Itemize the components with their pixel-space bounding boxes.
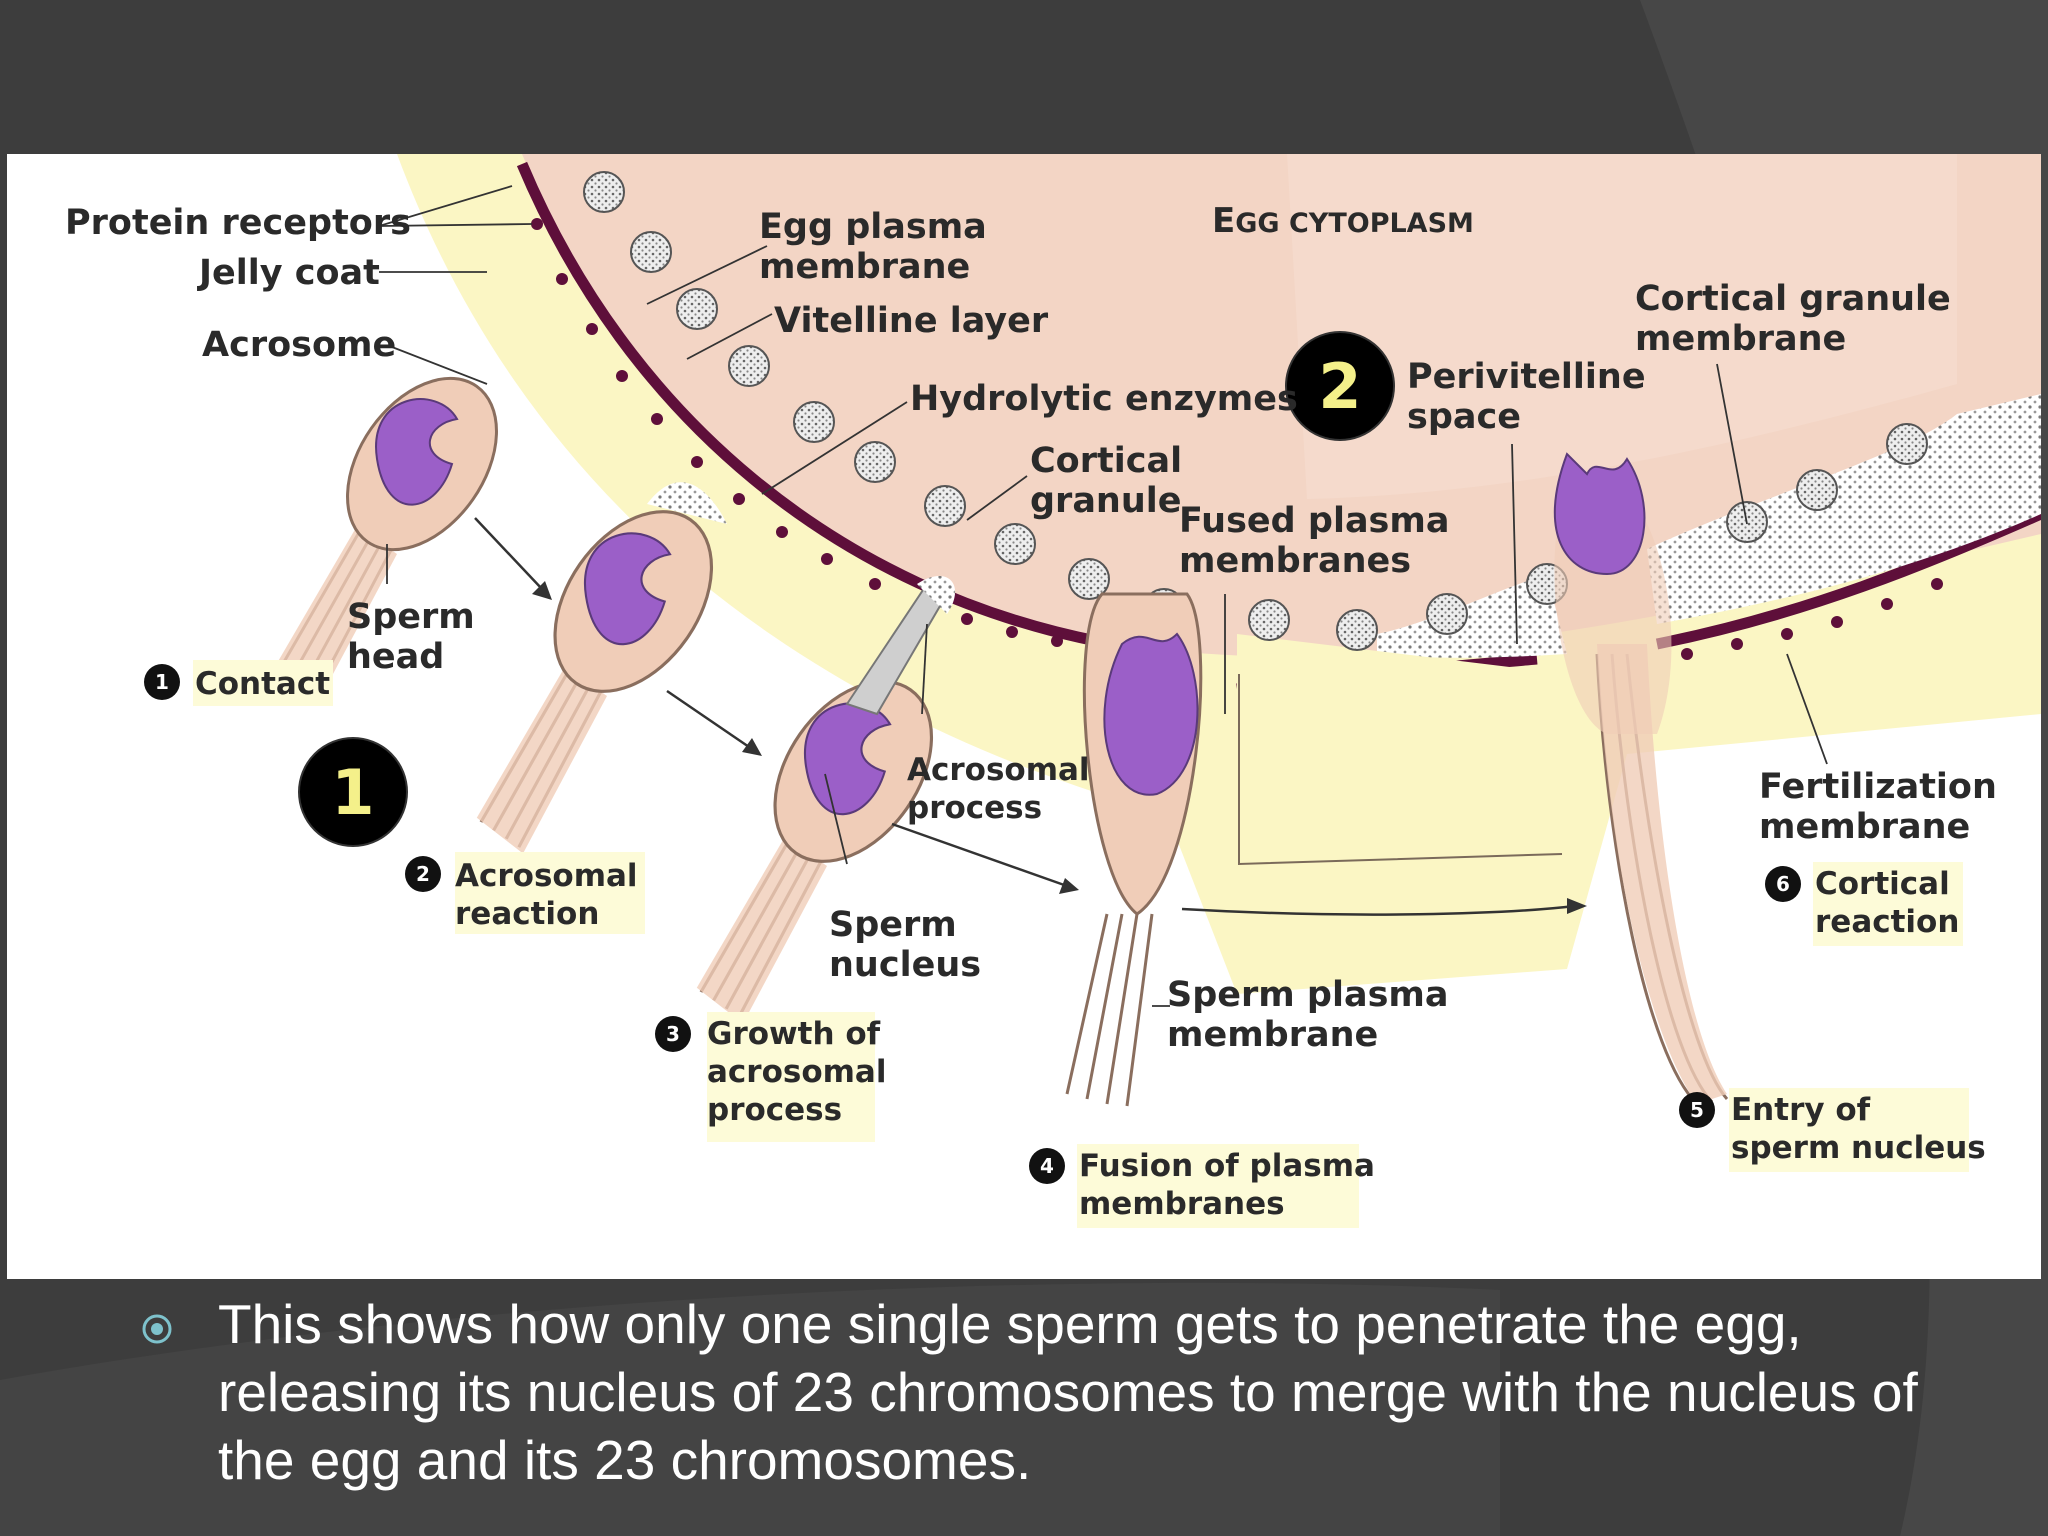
label-sperm-nucleus-line2: nucleus bbox=[829, 945, 981, 985]
svg-text:Growth of: Growth of bbox=[707, 1016, 881, 1052]
label-fused-plasma-line2: membranes bbox=[1179, 541, 1411, 581]
svg-text:2: 2 bbox=[416, 862, 430, 886]
svg-text:acrosomal: acrosomal bbox=[707, 1054, 886, 1090]
label-cortical-granule-line1: Cortical bbox=[1030, 441, 1182, 481]
label-egg-plasma-membrane-line1: Egg plasma bbox=[759, 207, 987, 247]
svg-text:5: 5 bbox=[1690, 1098, 1704, 1122]
label-cortical-granule-membrane-line2: membrane bbox=[1635, 319, 1846, 359]
label-protein-receptors: Protein receptors bbox=[65, 203, 411, 243]
label-egg-cytoplasm: EGG CYTOPLASM bbox=[1212, 201, 1474, 241]
label-vitelline-layer: Vitelline layer bbox=[774, 301, 1049, 341]
step-3-growth-of-acrosomal-process: 3 Growth of acrosomal process bbox=[655, 1012, 886, 1142]
label-perivitelline-line2: space bbox=[1407, 397, 1521, 437]
svg-text:process: process bbox=[707, 1092, 842, 1128]
badge-1: 1 bbox=[298, 737, 408, 847]
label-sperm-nucleus-line1: Sperm bbox=[829, 905, 957, 945]
sperm-fusion bbox=[1065, 592, 1203, 1107]
sperm-acrosomal-reaction bbox=[475, 480, 746, 856]
svg-text:1: 1 bbox=[331, 756, 374, 829]
label-sperm-plasma-membrane-line2: membrane bbox=[1167, 1015, 1378, 1055]
svg-text:Acrosomal: Acrosomal bbox=[455, 858, 638, 894]
step-4-fusion-of-plasma-membranes: 4 Fusion of plasma membranes bbox=[1029, 1144, 1375, 1228]
step-2-acrosomal-reaction: 2 Acrosomal reaction bbox=[405, 852, 645, 934]
label-sperm-head-line1: Sperm bbox=[347, 597, 475, 637]
svg-text:2: 2 bbox=[1318, 350, 1361, 423]
svg-text:reaction: reaction bbox=[1815, 904, 1959, 940]
svg-text:3: 3 bbox=[666, 1022, 680, 1046]
svg-text:4: 4 bbox=[1040, 1154, 1054, 1178]
label-fertilization-membrane-line1: Fertilization bbox=[1759, 767, 1997, 807]
fertilization-diagram: 1 2 Protein receptors Jelly coat Acrosom… bbox=[65, 154, 2041, 1228]
bullet-ring-icon bbox=[142, 1314, 172, 1344]
step-1-contact: 1 Contact bbox=[144, 660, 333, 706]
label-acrosome: Acrosome bbox=[202, 325, 396, 365]
label-hydrolytic-enzymes: Hydrolytic enzymes bbox=[910, 379, 1298, 419]
label-acrosomal-process-line2: process bbox=[907, 790, 1042, 826]
label-sperm-head-line2: head bbox=[347, 637, 444, 677]
svg-text:6: 6 bbox=[1776, 872, 1790, 896]
label-jelly-coat: Jelly coat bbox=[197, 253, 380, 293]
svg-text:Entry of: Entry of bbox=[1731, 1092, 1871, 1128]
label-acrosomal-process-line1: Acrosomal bbox=[907, 752, 1090, 788]
svg-text:Cortical: Cortical bbox=[1815, 866, 1950, 902]
badge-2: 2 bbox=[1285, 331, 1395, 441]
label-sperm-plasma-membrane-line1: Sperm plasma bbox=[1167, 975, 1449, 1015]
label-egg-plasma-membrane-line2: membrane bbox=[759, 247, 970, 287]
svg-text:Fusion of plasma: Fusion of plasma bbox=[1079, 1148, 1375, 1184]
label-cortical-granule-line2: granule bbox=[1030, 481, 1182, 521]
label-perivitelline-line1: Perivitelline bbox=[1407, 357, 1646, 397]
step-5-entry-of-sperm-nucleus: 5 Entry of sperm nucleus bbox=[1679, 1088, 1986, 1172]
label-fertilization-membrane-line2: membrane bbox=[1759, 807, 1970, 847]
svg-text:membranes: membranes bbox=[1079, 1186, 1285, 1222]
caption-text: This shows how only one single sperm get… bbox=[218, 1293, 1918, 1491]
leader-lines bbox=[378, 185, 1828, 1007]
svg-text:reaction: reaction bbox=[455, 896, 599, 932]
svg-text:sperm nucleus: sperm nucleus bbox=[1731, 1130, 1986, 1166]
sperm-entry bbox=[1553, 452, 1729, 1106]
fertilization-diagram-figure: 1 2 Protein receptors Jelly coat Acrosom… bbox=[7, 154, 2041, 1279]
label-fused-plasma-line1: Fused plasma bbox=[1179, 501, 1449, 541]
svg-text:1: 1 bbox=[155, 670, 169, 694]
vitelline-layer-line bbox=[516, 161, 1113, 650]
step-6-cortical-reaction: 6 Cortical reaction bbox=[1765, 862, 1963, 946]
svg-text:Contact: Contact bbox=[195, 666, 330, 702]
label-cortical-granule-membrane-line1: Cortical granule bbox=[1635, 279, 1951, 319]
